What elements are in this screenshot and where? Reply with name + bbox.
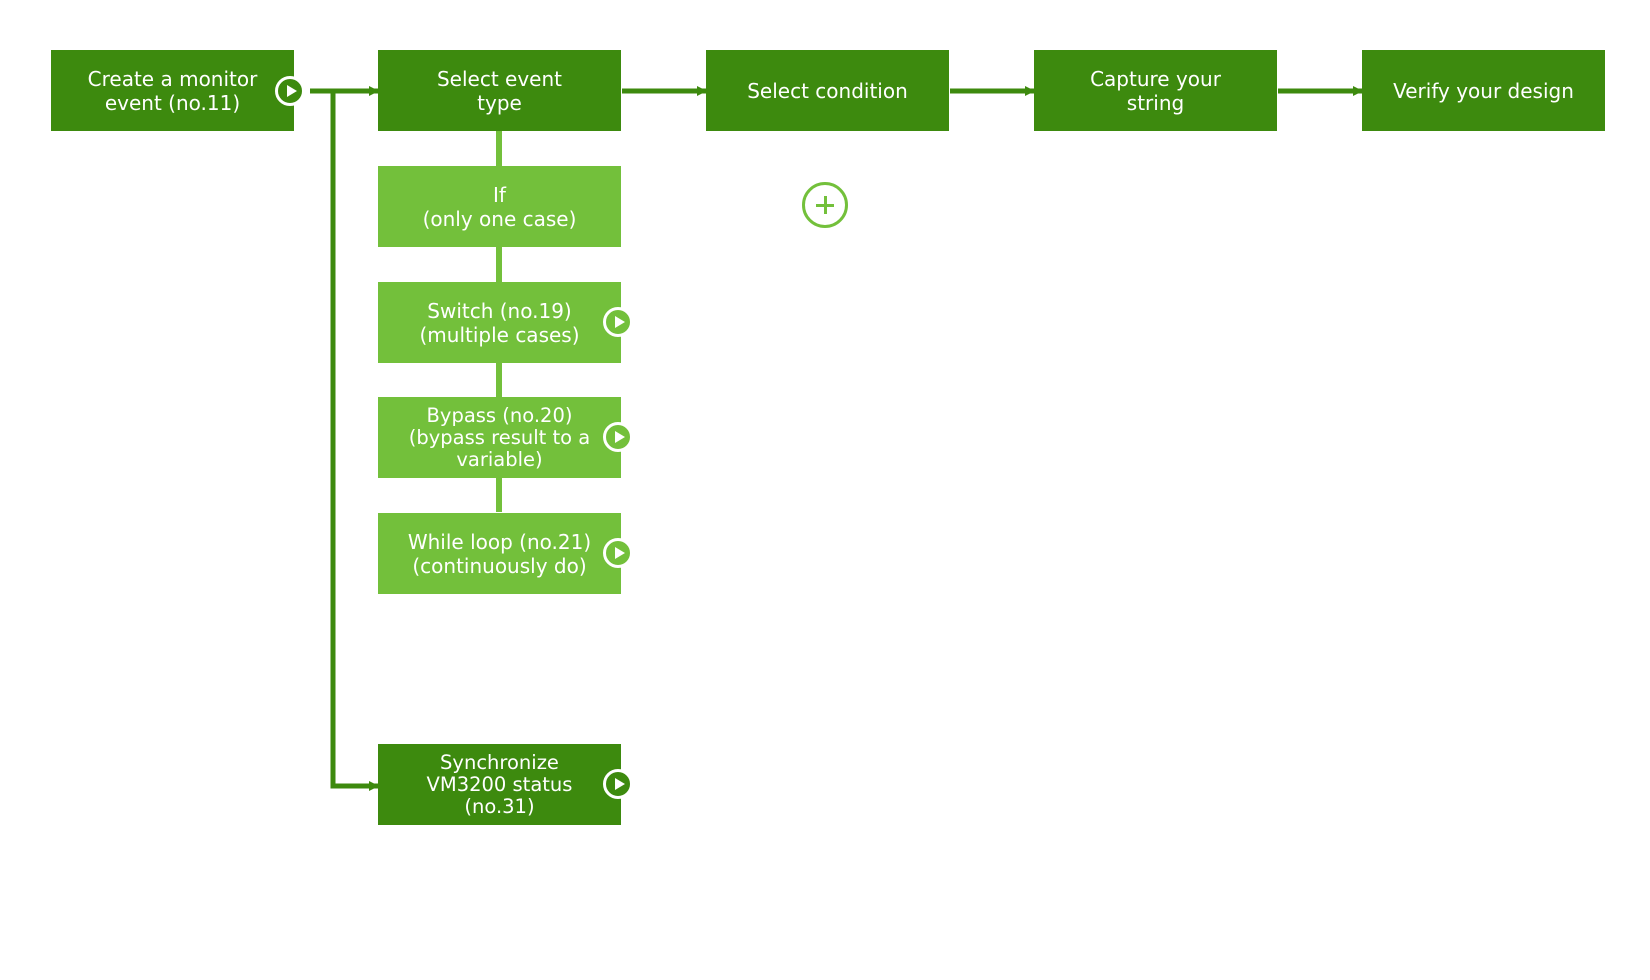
event-type-bypass-label: Bypass (no.20) (bypass result to a varia… bbox=[408, 403, 591, 471]
synchronize-play-icon[interactable] bbox=[603, 769, 633, 799]
step-capture-string: Capture your string bbox=[1034, 50, 1277, 131]
switch-play-icon[interactable] bbox=[603, 307, 633, 337]
step-select-condition-label: Select condition bbox=[747, 78, 908, 103]
create-monitor-play-icon[interactable] bbox=[275, 76, 305, 106]
event-type-if-label: If (only one case) bbox=[422, 182, 577, 231]
event-type-switch: Switch (no.19) (multiple cases) bbox=[378, 282, 621, 363]
step-select-event-type-label: Select event type bbox=[436, 66, 563, 115]
step-create-monitor: Create a monitor event (no.11) bbox=[51, 50, 294, 131]
step-select-event-type: Select event type bbox=[378, 50, 621, 131]
add-condition-plus-circle-icon[interactable] bbox=[802, 182, 848, 228]
step-synchronize: Synchronize VM3200 status (no.31) bbox=[378, 744, 621, 825]
event-type-bypass: Bypass (no.20) (bypass result to a varia… bbox=[378, 397, 621, 478]
event-type-while: While loop (no.21) (continuously do) bbox=[378, 513, 621, 594]
event-type-switch-label: Switch (no.19) (multiple cases) bbox=[419, 298, 580, 347]
event-type-while-label: While loop (no.21) (continuously do) bbox=[407, 529, 592, 578]
step-select-condition: Select condition bbox=[706, 50, 949, 131]
arrow-branch-to-sync bbox=[330, 91, 379, 791]
event-type-if: If (only one case) bbox=[378, 166, 621, 247]
step-verify-design-label: Verify your design bbox=[1393, 78, 1574, 103]
step-capture-string-label: Capture your string bbox=[1090, 66, 1221, 115]
bypass-play-icon[interactable] bbox=[603, 422, 633, 452]
step-verify-design: Verify your design bbox=[1362, 50, 1605, 131]
step-synchronize-label: Synchronize VM3200 status (no.31) bbox=[426, 750, 573, 818]
while-play-icon[interactable] bbox=[603, 538, 633, 568]
step-create-monitor-label: Create a monitor event (no.11) bbox=[87, 66, 258, 115]
